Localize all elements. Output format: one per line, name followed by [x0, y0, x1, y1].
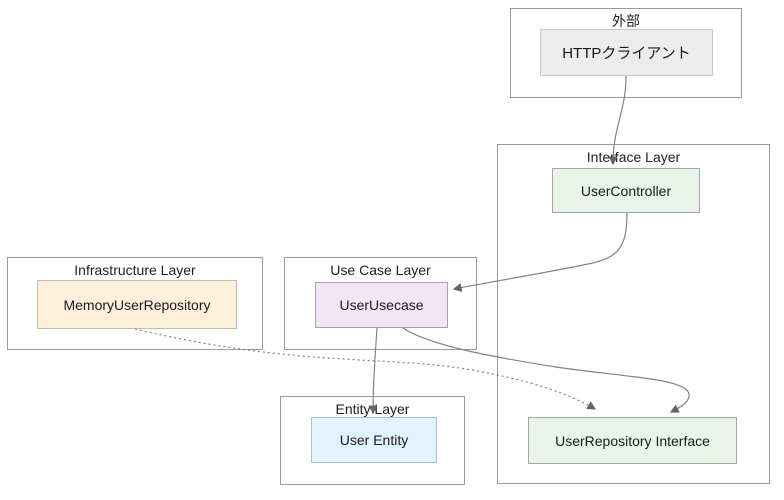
node-user-controller-label: UserController	[580, 182, 672, 199]
node-memory-user-repository: MemoryUserRepository	[37, 280, 237, 329]
group-infrastructure-layer-label: Infrastructure Layer	[74, 262, 196, 278]
group-entity-layer-label: Entity Layer	[335, 401, 410, 417]
node-user-repository-interface-label: UserRepository Interface	[555, 432, 710, 449]
group-use-case-layer-label: Use Case Layer	[330, 262, 431, 278]
node-user-repository-interface: UserRepository Interface	[528, 417, 737, 464]
group-interface-layer-label: Interface Layer	[586, 149, 681, 165]
node-user-usecase: UserUsecase	[315, 282, 448, 328]
node-memory-user-repository-label: MemoryUserRepository	[63, 296, 211, 313]
group-external-label: 外部	[612, 13, 640, 29]
node-user-entity-label: User Entity	[339, 432, 409, 448]
node-user-controller: UserController	[552, 168, 700, 213]
node-http-client: HTTPクライアント	[540, 29, 713, 76]
node-http-client-label: HTTPクライアント	[562, 45, 691, 62]
node-user-usecase-label: UserUsecase	[339, 297, 424, 313]
node-user-entity: User Entity	[311, 417, 437, 463]
